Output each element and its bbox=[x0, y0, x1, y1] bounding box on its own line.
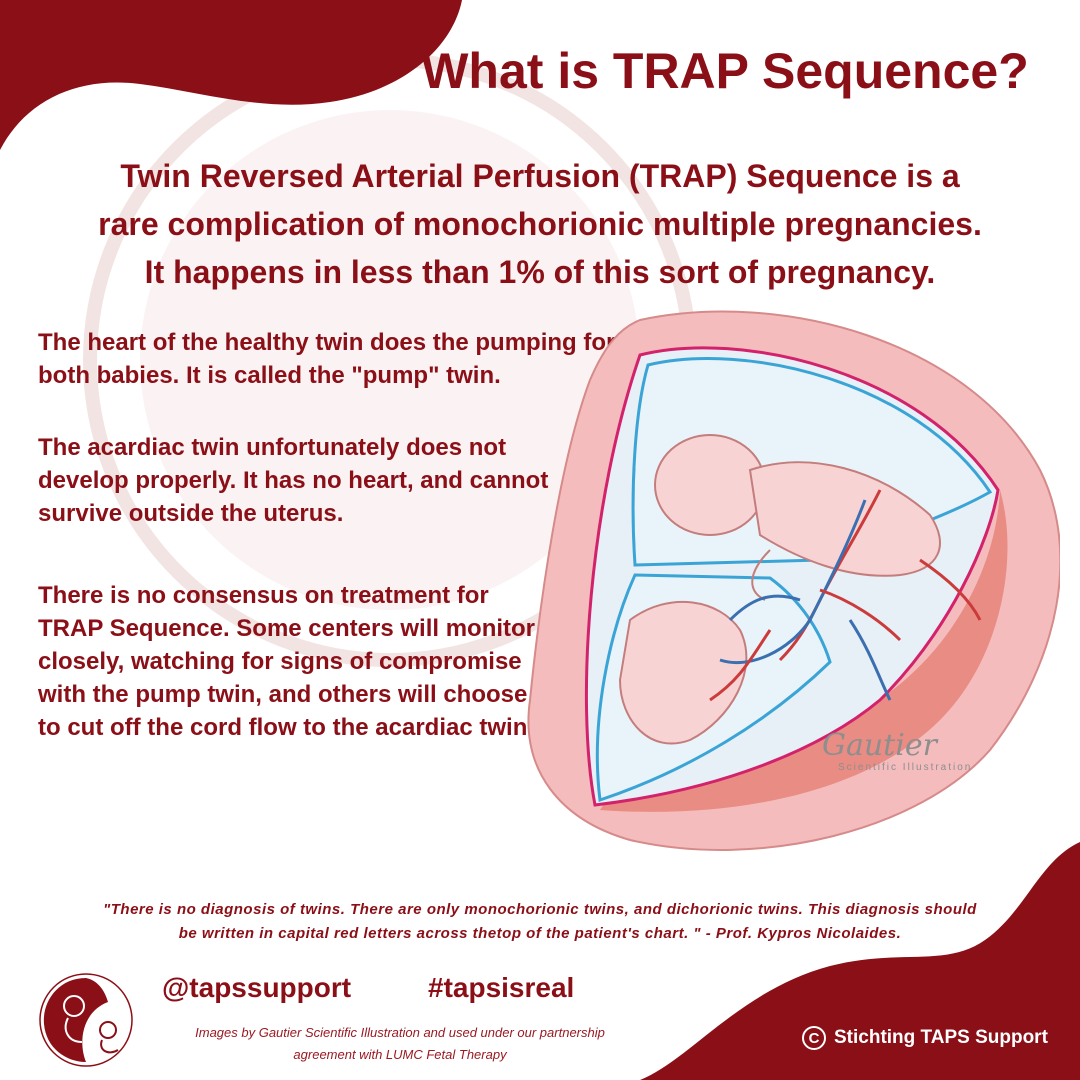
pump-twin bbox=[654, 434, 941, 601]
watermark-circle-inner bbox=[140, 110, 640, 610]
trap-illustration bbox=[527, 310, 1060, 851]
bottom-right-wave bbox=[640, 842, 1080, 1080]
quote-line: be written in capital red letters across… bbox=[178, 925, 902, 942]
image-credit: Images by Gautier Scientific Illustratio… bbox=[160, 1022, 640, 1066]
image-credit-line: Images by Gautier Scientific Illustratio… bbox=[195, 1025, 605, 1040]
twin-fetus-logo-icon bbox=[39, 973, 133, 1067]
intro-line: rare complication of monochorionic multi… bbox=[98, 206, 982, 242]
top-left-wave bbox=[0, 0, 462, 150]
social-handle: @tapssupport bbox=[162, 972, 352, 1003]
uterus-wall bbox=[600, 490, 1008, 812]
nicolaides-quote: "There is no diagnosis of twins. There a… bbox=[70, 898, 1010, 946]
illustrator-signature-sub: Scientific Illustration bbox=[838, 762, 973, 773]
blood-vessels bbox=[709, 489, 982, 702]
page-title: What is TRAP Sequence? bbox=[421, 43, 1029, 99]
intro-line: Twin Reversed Arterial Perfusion (TRAP) … bbox=[120, 158, 960, 194]
acardiac-twin bbox=[618, 600, 748, 745]
acardiac-twin-paragraph: The acardiac twin unfortunately does not… bbox=[38, 434, 549, 527]
copyright-text: Stichting TAPS Support bbox=[834, 1027, 1048, 1048]
intro-text: Twin Reversed Arterial Perfusion (TRAP) … bbox=[60, 152, 1020, 296]
hashtag: #tapsisreal bbox=[428, 972, 575, 1003]
copyright-icon: C bbox=[802, 1026, 826, 1050]
image-credit-line: agreement with LUMC Fetal Therapy bbox=[293, 1047, 507, 1062]
treatment-paragraph: There is no consensus on treatment for T… bbox=[38, 582, 536, 741]
copyright-notice: C Stichting TAPS Support bbox=[802, 1026, 1048, 1050]
quote-line: "There is no diagnosis of twins. There a… bbox=[103, 901, 977, 918]
illustrator-signature: Gautier bbox=[822, 728, 937, 763]
pump-twin-paragraph: The heart of the healthy twin does the p… bbox=[38, 329, 616, 389]
intro-line: It happens in less than 1% of this sort … bbox=[144, 254, 936, 290]
